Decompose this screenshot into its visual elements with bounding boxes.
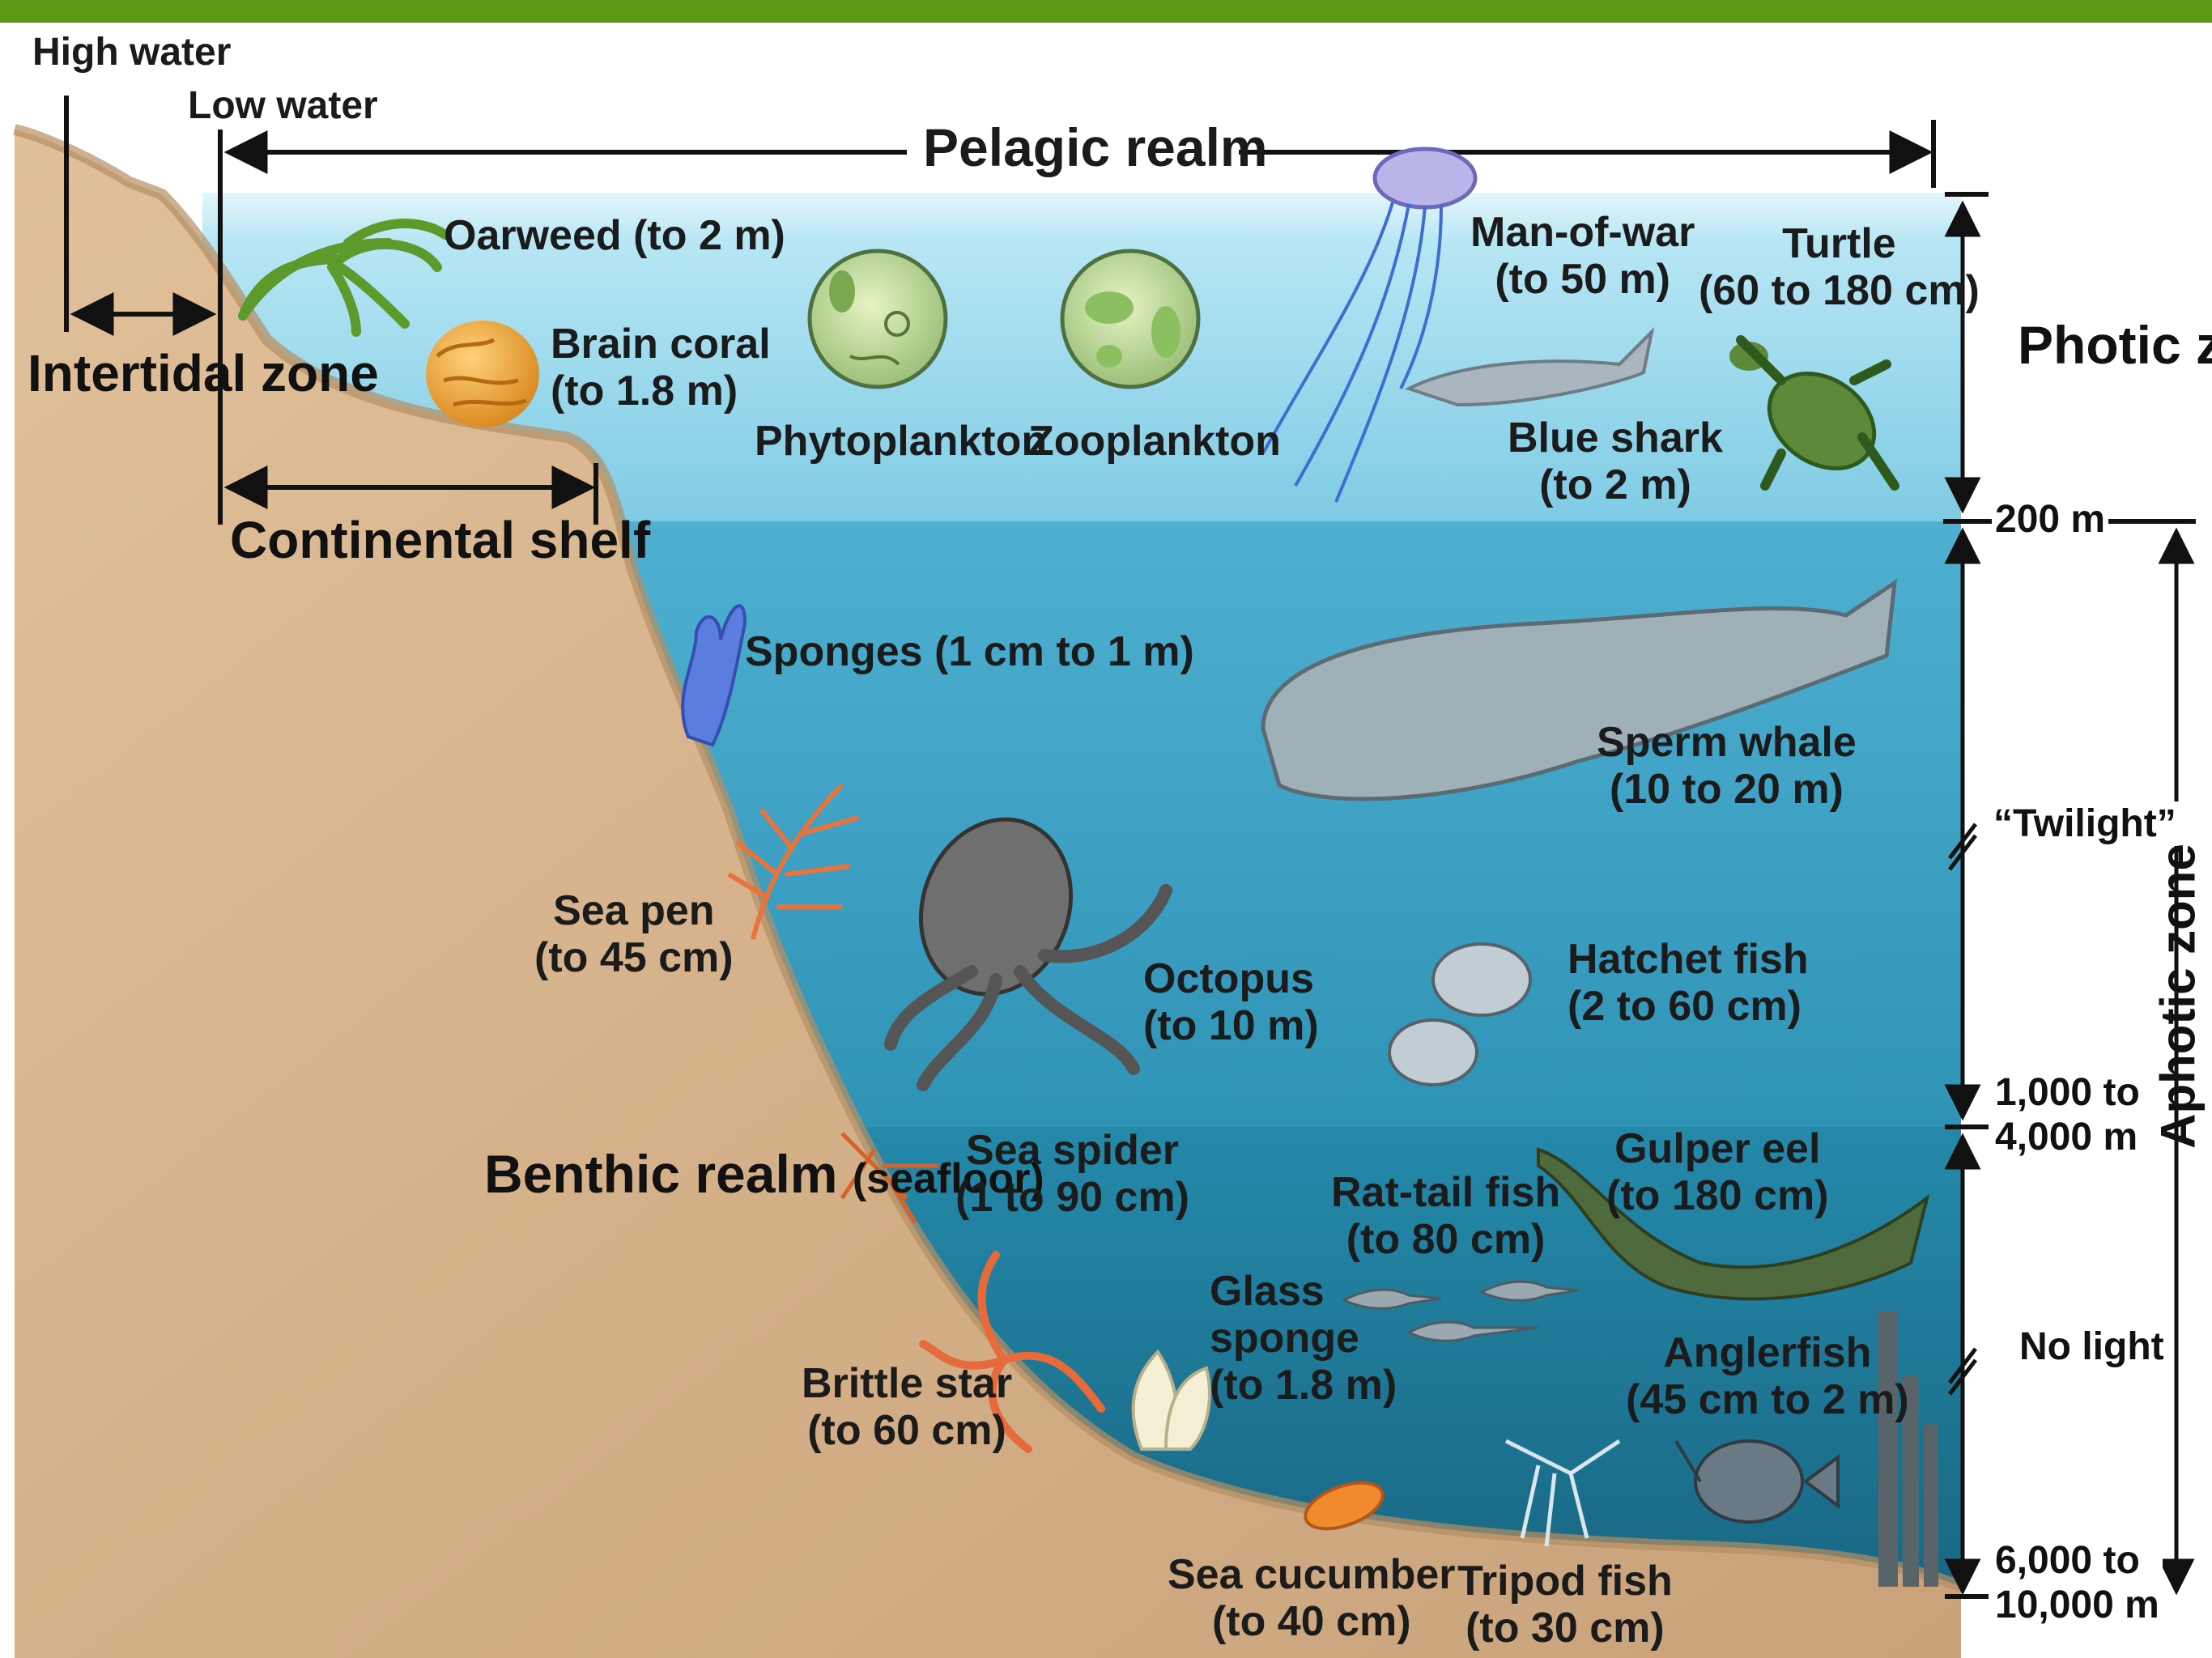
oarweed-label: Oarweed (to 2 m) [444, 212, 785, 259]
phytoplankton-illustration [810, 251, 946, 387]
photic-line1: Photic [2018, 315, 2181, 375]
intertidal-line1: Intertidal [28, 344, 246, 402]
sperm-whale-label: Sperm whale (10 to 20 m) [1597, 719, 1857, 813]
depth-1000m-label: 1,000 to 4,000 m [1992, 1070, 2143, 1159]
depth-200m-label: 200 m [1992, 497, 2108, 542]
glass-sponge-line2: sponge [1210, 1315, 1397, 1362]
sea-spider-line2: (1 to 90 cm) [955, 1174, 1189, 1221]
depth-6000m-line1: 6,000 to [1995, 1538, 2159, 1583]
hatchet-fish-line2: (2 to 60 cm) [1568, 983, 1809, 1030]
brain-coral-label: Brain coral (to 1.8 m) [551, 321, 771, 414]
glass-sponge-label: Glass sponge (to 1.8 m) [1210, 1268, 1397, 1409]
brittle-star-line1: Brittle star [802, 1360, 1012, 1407]
brain-coral-line2: (to 1.8 m) [551, 368, 771, 414]
turtle-line1: Turtle [1699, 220, 1980, 267]
blue-shark-line2: (to 2 m) [1508, 461, 1723, 508]
zooplankton-illustration [1062, 251, 1198, 387]
blue-shark-line1: Blue shark [1508, 414, 1723, 461]
sperm-whale-line2: (10 to 20 m) [1597, 766, 1857, 813]
sea-cucumber-line1: Sea cucumber [1168, 1551, 1456, 1598]
octopus-line2: (to 10 m) [1143, 1002, 1319, 1049]
octopus-label: Octopus (to 10 m) [1143, 955, 1319, 1049]
photic-zone-label: Photic zone [2018, 316, 2212, 375]
anglerfish-label: Anglerfish (45 cm to 2 m) [1626, 1329, 1909, 1423]
gulper-eel-line1: Gulper eel [1606, 1125, 1829, 1172]
aphotic-zone-label: Aphotic zone [2150, 835, 2206, 1158]
no-light-label: No light [2016, 1324, 2167, 1369]
man-of-war-line2: (to 50 m) [1470, 256, 1695, 303]
hatchet-fish-line1: Hatchet fish [1568, 936, 1809, 983]
top-bar [0, 0, 2212, 23]
man-of-war-label: Man-of-war (to 50 m) [1470, 209, 1695, 303]
gulper-eel-line2: (to 180 cm) [1606, 1172, 1829, 1219]
turtle-label: Turtle (60 to 180 cm) [1699, 220, 1980, 314]
depth-6000m-line2: 10,000 m [1995, 1583, 2159, 1627]
tripod-fish-line1: Tripod fish [1457, 1558, 1673, 1605]
glass-sponge-line1: Glass [1210, 1268, 1397, 1315]
sea-cucumber-line2: (to 40 cm) [1168, 1598, 1456, 1645]
zooplankton-label: Zooplankton [1028, 418, 1281, 465]
turtle-line2: (60 to 180 cm) [1699, 267, 1980, 314]
low-water-label: Low water [188, 84, 378, 128]
intertidal-line2: zone [261, 344, 379, 402]
hatchet-fish-label: Hatchet fish (2 to 60 cm) [1568, 936, 1809, 1030]
anglerfish-line1: Anglerfish [1626, 1329, 1909, 1376]
rat-tail-line2: (to 80 cm) [1331, 1216, 1560, 1263]
depth-6000m-label: 6,000 to 10,000 m [1992, 1538, 2163, 1627]
sea-cucumber-label: Sea cucumber (to 40 cm) [1168, 1551, 1456, 1645]
octopus-line1: Octopus [1143, 955, 1319, 1002]
rat-tail-line1: Rat-tail fish [1331, 1169, 1560, 1216]
benthic-title: Benthic realm [484, 1144, 837, 1204]
continental-shelf-label: Continental shelf [230, 512, 650, 568]
man-of-war-line1: Man-of-war [1470, 209, 1695, 256]
rat-tail-fish-label: Rat-tail fish (to 80 cm) [1331, 1169, 1560, 1263]
brain-coral-line1: Brain coral [551, 321, 771, 368]
brain-coral-illustration [426, 321, 539, 427]
tripod-fish-line2: (to 30 cm) [1457, 1605, 1673, 1652]
blue-shark-label: Blue shark (to 2 m) [1508, 414, 1723, 508]
brittle-star-line2: (to 60 cm) [802, 1407, 1012, 1454]
sea-pen-line1: Sea pen [534, 887, 734, 934]
photic-line2: zone [2196, 315, 2212, 375]
gulper-eel-label: Gulper eel (to 180 cm) [1606, 1125, 1829, 1219]
high-water-label: High water [32, 31, 231, 74]
brittle-star-label: Brittle star (to 60 cm) [802, 1360, 1012, 1454]
tripod-fish-label: Tripod fish (to 30 cm) [1457, 1558, 1673, 1652]
sea-spider-line1: Sea spider [955, 1127, 1189, 1174]
anglerfish-line2: (45 cm to 2 m) [1626, 1376, 1909, 1423]
sperm-whale-line1: Sperm whale [1597, 719, 1857, 766]
sea-spider-label: Sea spider (1 to 90 cm) [955, 1127, 1189, 1221]
sea-pen-line2: (to 45 cm) [534, 934, 734, 981]
sea-pen-label: Sea pen (to 45 cm) [534, 887, 734, 981]
intertidal-zone-label: Intertidal zone [28, 345, 379, 402]
depth-1000m-line1: 1,000 to [1995, 1070, 2140, 1115]
depth-1000m-line2: 4,000 m [1995, 1115, 2140, 1159]
glass-sponge-line3: (to 1.8 m) [1210, 1362, 1397, 1409]
sponges-label: Sponges (1 cm to 1 m) [745, 628, 1194, 675]
phytoplankton-label: Phytoplankton [755, 418, 1047, 465]
pelagic-realm-label: Pelagic realm [923, 118, 1268, 178]
